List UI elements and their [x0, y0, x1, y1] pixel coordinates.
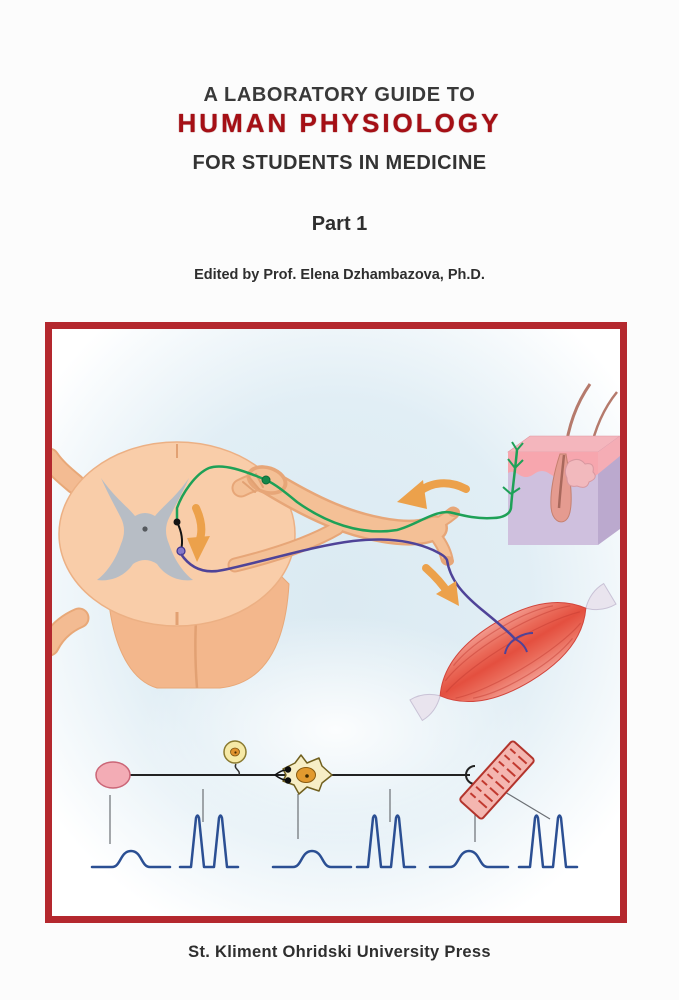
title-line-3: FOR STUDENTS IN MEDICINE [192, 152, 487, 174]
sensory-terminal-dot [173, 518, 181, 526]
red-frame-border [45, 322, 627, 923]
synaptic-potential-trace [271, 849, 353, 869]
action-potentials-trace-2 [355, 814, 417, 869]
receptor-ending [95, 761, 131, 789]
sensory-fiber [175, 449, 519, 533]
arrow-through-cord [187, 504, 210, 562]
publisher-line: St. Kliment Ohridski University Press [188, 943, 491, 961]
receptor-potential-trace [90, 849, 172, 869]
motor-end-plate [465, 765, 476, 785]
sebaceous-gland [564, 458, 596, 488]
central-canal [142, 526, 148, 532]
sensory-neuron-cell-body [261, 475, 271, 485]
potential-traces [90, 814, 579, 869]
synaptic-boutons [274, 766, 292, 784]
motor-fiber [179, 538, 534, 655]
motor-neuron-origin-dot [176, 546, 186, 556]
editor-line: Edited by Prof. Elena Dzhambazova, Ph.D. [194, 267, 485, 283]
arrow-sensory-direction [397, 479, 470, 509]
part-label: Part 1 [311, 213, 368, 235]
arrow-motor-direction [422, 564, 459, 606]
title-line-2: HUMAN PHYSIOLOGY [177, 108, 502, 138]
motor-neuron-soma [274, 754, 333, 795]
signal-chain-panel [95, 740, 551, 844]
muscle-fiber [459, 740, 535, 820]
sensory-neuron-soma [223, 740, 247, 776]
action-potentials-trace-1 [178, 814, 240, 869]
end-plate-potential-trace [428, 849, 510, 869]
direction-arrows [187, 479, 470, 606]
skin-section [502, 383, 621, 545]
title-line-1: A LABORATORY GUIDE TO [203, 84, 476, 106]
cover-illustration [45, 322, 627, 923]
action-potentials-trace-3 [517, 814, 579, 869]
